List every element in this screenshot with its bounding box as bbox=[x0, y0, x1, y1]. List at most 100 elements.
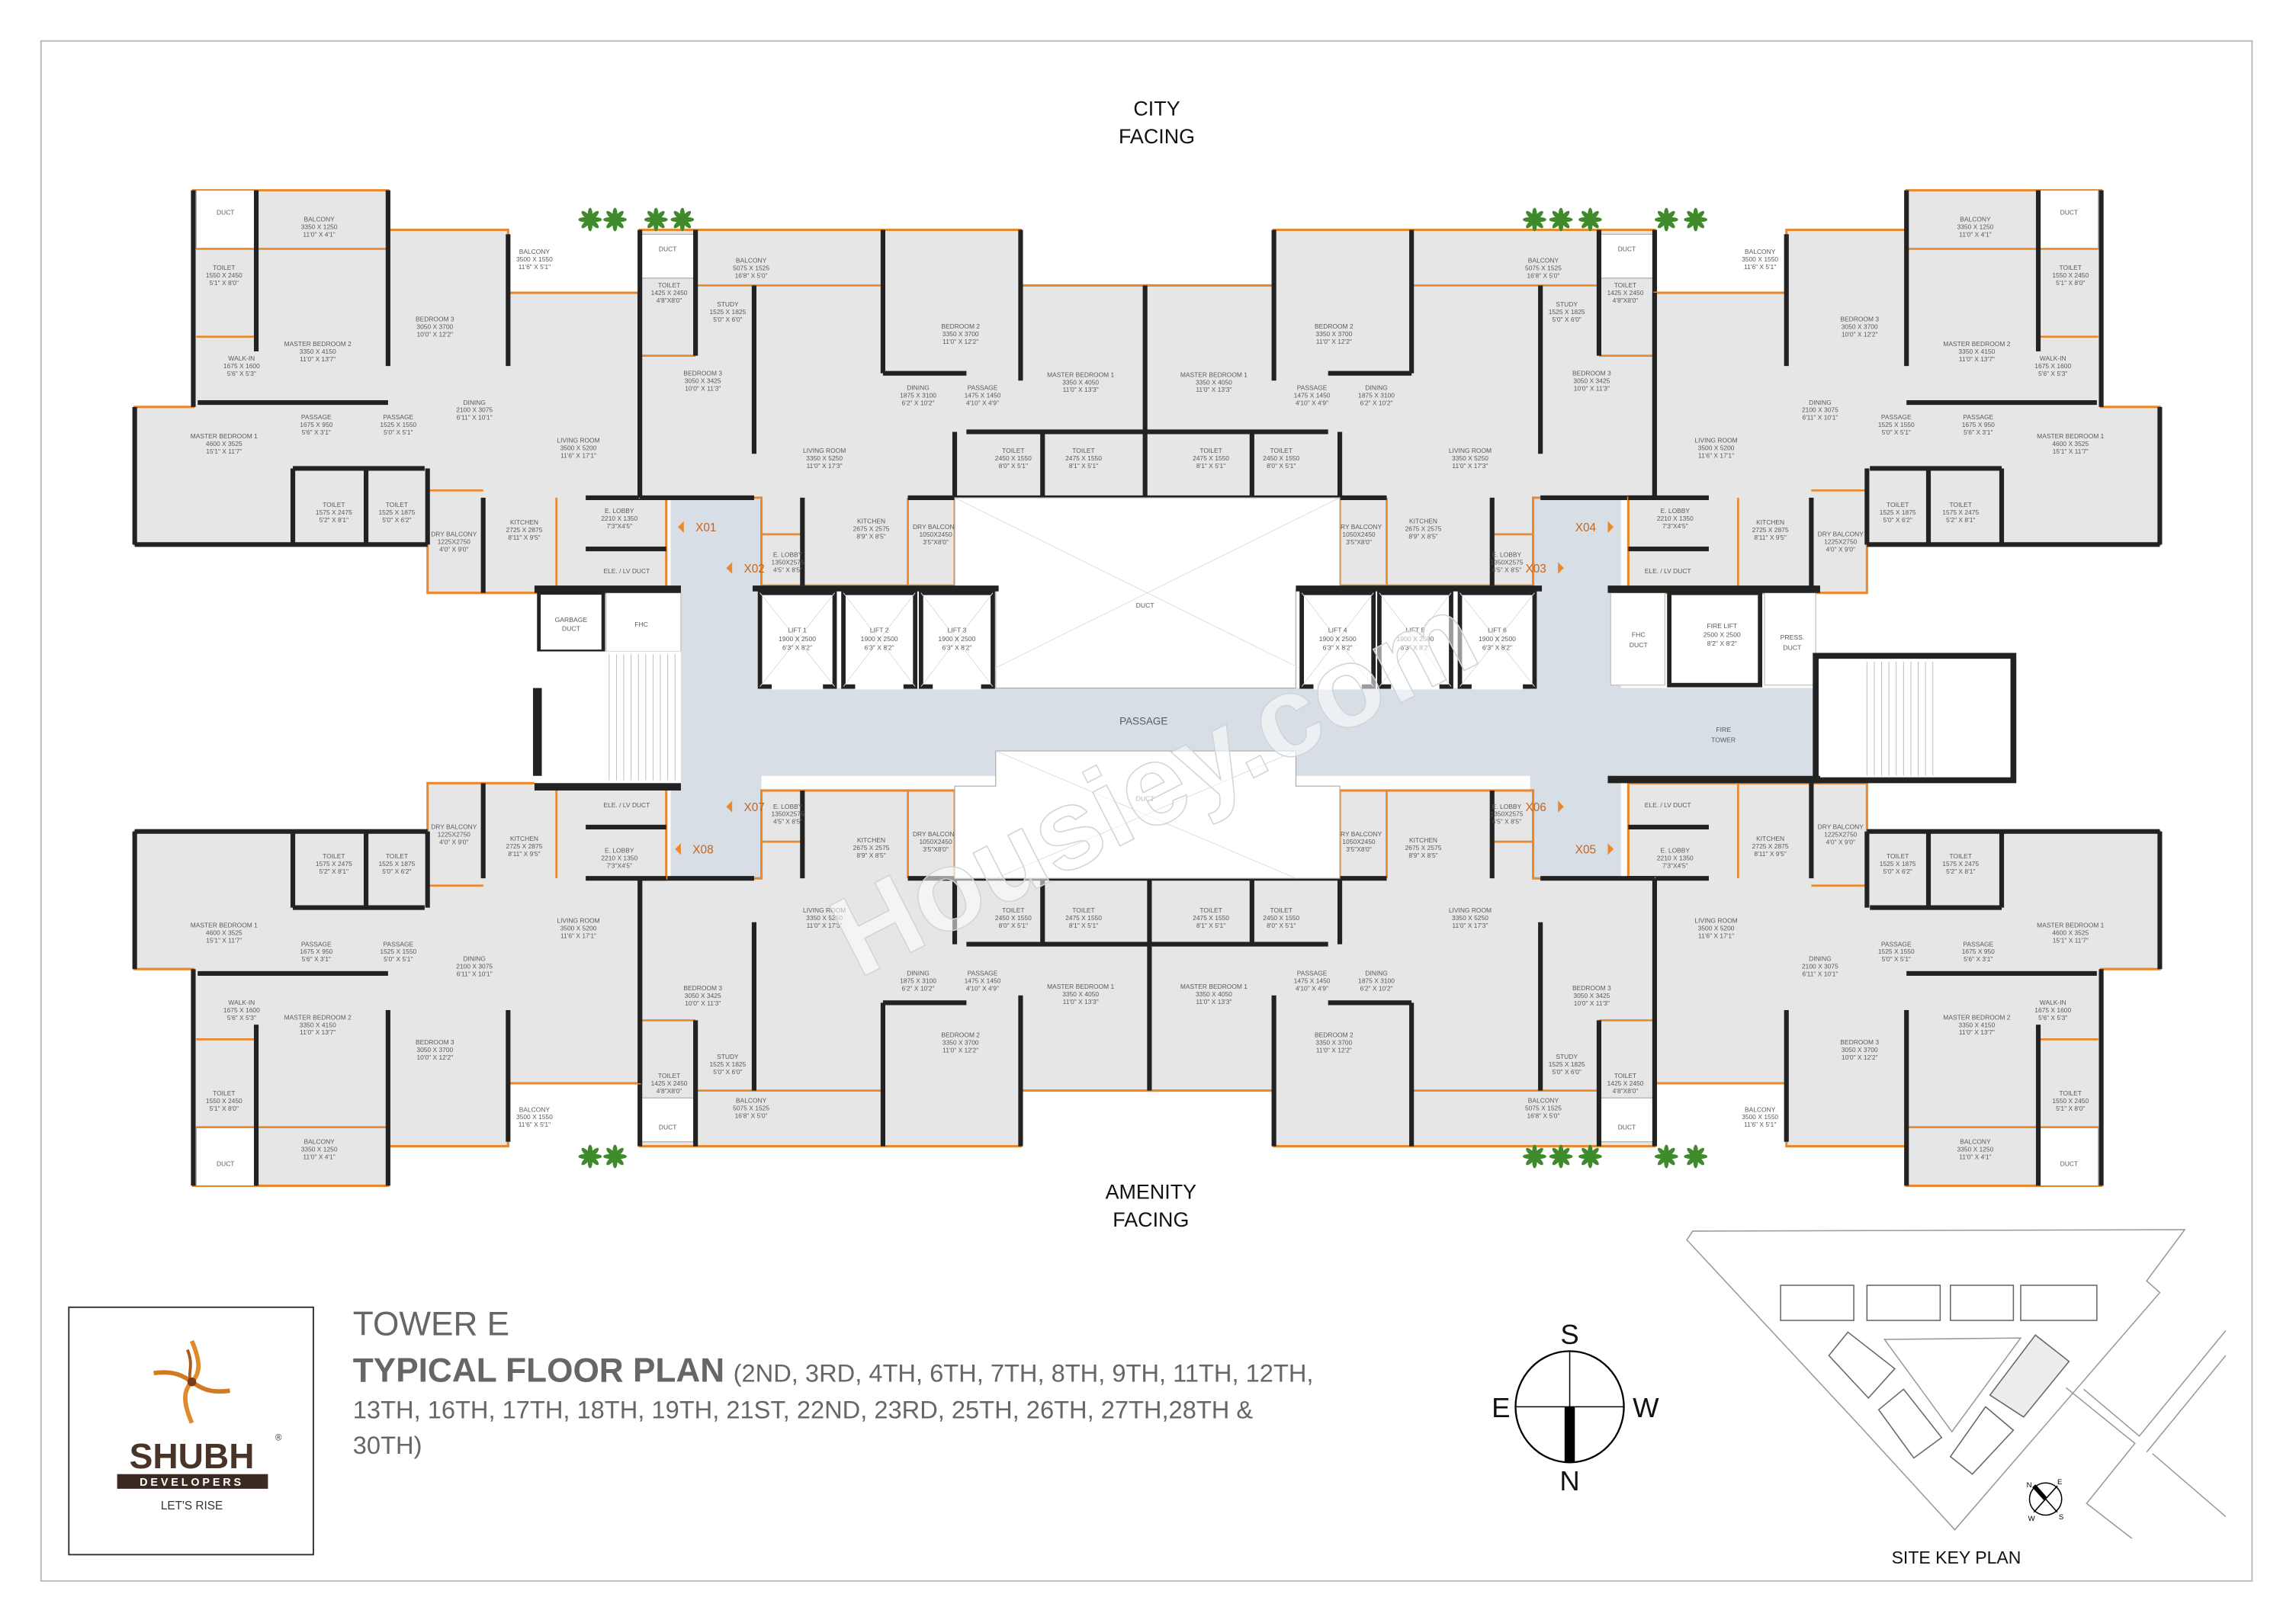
leaf bbox=[673, 219, 683, 229]
leaf bbox=[1590, 1156, 1599, 1166]
room-name: TOILET bbox=[1072, 906, 1094, 914]
room-dimensions: 5'6" X 3'1" bbox=[302, 955, 331, 963]
room-dimensions: 8'1" X 5'1" bbox=[1196, 462, 1225, 470]
planter-icon bbox=[578, 1144, 602, 1169]
room-dimensions: 3350 X 1250 bbox=[1957, 223, 1994, 231]
room-dimensions: 3350 X 4050 bbox=[1062, 990, 1099, 998]
compass-w: W bbox=[1633, 1392, 1659, 1423]
room-name: TOILET bbox=[1199, 447, 1222, 454]
room-dimensions: 15'1" X 11'7" bbox=[206, 936, 242, 944]
room-dimensions: 5'0" X 6'0" bbox=[713, 1068, 742, 1076]
room-dimensions: 3350 X 3700 bbox=[1315, 330, 1352, 338]
room-dimensions: 11'0" X 4'1" bbox=[303, 231, 335, 239]
lift-door bbox=[1391, 682, 1440, 690]
room-name: PASSAGE bbox=[1963, 413, 1993, 421]
room-dimensions: 3350 X 5250 bbox=[806, 914, 843, 922]
room-dimensions: 1425 X 2450 bbox=[1607, 289, 1644, 297]
unit-number: X04 bbox=[1575, 521, 1597, 534]
passage-area bbox=[1530, 497, 1621, 879]
mini-compass-icon bbox=[2028, 1482, 2063, 1516]
unit-outline bbox=[133, 781, 668, 1187]
room-dimensions: 1050X2450 bbox=[919, 838, 952, 845]
room-dimensions: 2475 X 1550 bbox=[1065, 914, 1102, 922]
room-name: BALCONY bbox=[736, 1097, 767, 1105]
room-dimensions: 11'6" X 5'1" bbox=[519, 1121, 551, 1128]
duct-label-lower: DUCT bbox=[1136, 794, 1155, 802]
room-name: DINING bbox=[907, 970, 930, 977]
leaf bbox=[615, 219, 624, 229]
planter-icon bbox=[603, 207, 627, 232]
room-dimensions: 1225X2750 bbox=[438, 538, 470, 546]
room-dimensions: 3'5"X8'0" bbox=[923, 845, 949, 853]
room-name: TOILET bbox=[1002, 906, 1024, 914]
room-name: TOILET bbox=[213, 264, 235, 271]
brand-name: SHUBH bbox=[130, 1436, 255, 1476]
room-dimensions: 2100 X 3075 bbox=[456, 962, 493, 970]
room-dimensions: 5'1" X 8'0" bbox=[210, 279, 239, 287]
leaf bbox=[1695, 219, 1704, 229]
leaf bbox=[606, 1147, 615, 1157]
duct-shaft bbox=[2037, 190, 2099, 249]
compass-needle-icon bbox=[1564, 1406, 1575, 1463]
leaf bbox=[1687, 1156, 1697, 1166]
room-dimensions: 4'10" X 4'9" bbox=[966, 985, 999, 993]
fire-lift-dims: 2500 X 2500 bbox=[1704, 630, 1741, 638]
tower-footprint bbox=[1866, 1285, 1941, 1321]
leaf bbox=[1657, 1156, 1667, 1166]
room-name: DRY BALCONY bbox=[1818, 823, 1864, 831]
room-name: LIVING ROOM bbox=[557, 437, 599, 444]
fire-lift bbox=[1667, 590, 1763, 688]
room-dimensions: 1675 X 1600 bbox=[223, 362, 260, 370]
room-dimensions: 4'0" X 9'0" bbox=[439, 546, 468, 553]
leaf bbox=[589, 219, 599, 229]
room-dimensions: 8'11" X 9'5" bbox=[1754, 534, 1786, 541]
leaf bbox=[1526, 1147, 1535, 1157]
unit-number: X07 bbox=[744, 801, 765, 814]
tower-e-highlight bbox=[1989, 1334, 2070, 1418]
room-dimensions: 2725 X 2875 bbox=[506, 526, 543, 534]
unit-number: X05 bbox=[1575, 844, 1596, 857]
duct-shaft bbox=[2037, 1127, 2099, 1186]
room-name: BALCONY bbox=[1960, 216, 1991, 223]
room-name: BEDROOM 3 bbox=[416, 315, 454, 322]
lift-door bbox=[1313, 682, 1362, 690]
fire-tower-label: FIRE bbox=[1716, 726, 1731, 733]
room-name: KITCHEN bbox=[1756, 835, 1784, 842]
leaf bbox=[589, 210, 599, 220]
road bbox=[2152, 1453, 2227, 1517]
room-dimensions: 1525 X 1825 bbox=[709, 1060, 746, 1068]
duct-shaft bbox=[1598, 1097, 1655, 1143]
room-dimensions: 1425 X 2450 bbox=[1607, 1079, 1644, 1087]
room-dimensions: 6'11" X 10'1" bbox=[1802, 970, 1838, 977]
amenity-area bbox=[1883, 1337, 2022, 1433]
floors-line-2: 13TH, 16TH, 17TH, 18TH, 19TH, 21ST, 22ND… bbox=[353, 1396, 1254, 1424]
leaf bbox=[682, 219, 692, 229]
lift-label: LIFT 4 bbox=[1328, 627, 1347, 634]
room-name: PASSAGE bbox=[1297, 970, 1328, 977]
room-dimensions: 4600 X 3525 bbox=[2052, 929, 2089, 936]
tower-footprint bbox=[2020, 1285, 2098, 1321]
room-dimensions: 1875 X 3100 bbox=[1358, 977, 1395, 985]
room-dimensions: 5075 X 1525 bbox=[733, 1105, 769, 1112]
lift-dimensions: 6'3" X 8'2" bbox=[1482, 644, 1512, 652]
floors-line-3: 30TH) bbox=[353, 1431, 422, 1459]
room-dimensions: 4600 X 3525 bbox=[206, 440, 242, 447]
room-name: TOILET bbox=[1950, 852, 1972, 860]
room-dimensions: 6'2" X 10'2" bbox=[902, 399, 935, 407]
room-name: ELE. / LV DUCT bbox=[603, 567, 650, 575]
room-dimensions: 4'5" X 8'5" bbox=[1492, 818, 1521, 826]
room-dimensions: 11'0" X 13'3" bbox=[1063, 998, 1099, 1006]
room-dimensions: 1675 X 950 bbox=[300, 948, 332, 955]
room-dimensions: 10'0" X 11'3" bbox=[685, 999, 721, 1007]
fhc-duct bbox=[1610, 592, 1665, 686]
lift-dimensions: 6'3" X 8'2" bbox=[1400, 644, 1430, 652]
room-dimensions: 11'6" X 17'1" bbox=[1698, 452, 1734, 460]
room-dimensions: 7'3"X4'5" bbox=[1662, 861, 1688, 869]
registered-mark: ® bbox=[275, 1434, 282, 1443]
room-dimensions: 5'1" X 8'0" bbox=[2056, 279, 2085, 287]
facing-top-line2: FACING bbox=[1119, 125, 1195, 148]
room-dimensions: 1050X2450 bbox=[919, 531, 952, 538]
room-dimensions: 2475 X 1550 bbox=[1065, 454, 1102, 462]
